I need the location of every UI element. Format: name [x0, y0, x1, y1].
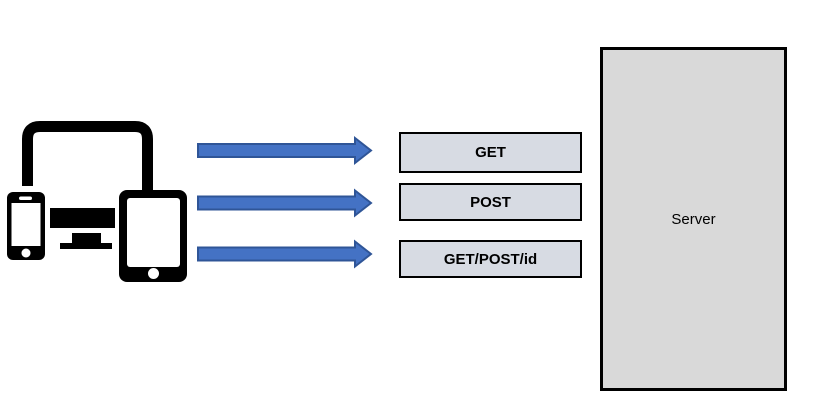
arrow-right-icon-post [197, 188, 373, 218]
request-label-get-post-id: GET/POST/id [443, 250, 538, 268]
responsive-devices-icon [7, 121, 187, 282]
request-box-get: GET [399, 132, 582, 173]
request-label-post: POST [470, 193, 511, 211]
desktop-monitor-icon [50, 208, 115, 249]
request-box-post: POST [399, 183, 582, 221]
server-label: Server [671, 210, 716, 228]
request-label-get: GET [475, 144, 506, 161]
smartphone-icon [7, 192, 45, 260]
request-arrows [197, 135, 373, 269]
arrow-right-icon-get [197, 135, 373, 166]
laptop-frame-icon [22, 121, 153, 190]
arrow-right-icon-get-post-id [197, 239, 373, 269]
server-box: Server [600, 47, 787, 391]
request-box-get-post-id: GET/POST/id [399, 240, 582, 278]
tablet-icon [119, 190, 187, 282]
